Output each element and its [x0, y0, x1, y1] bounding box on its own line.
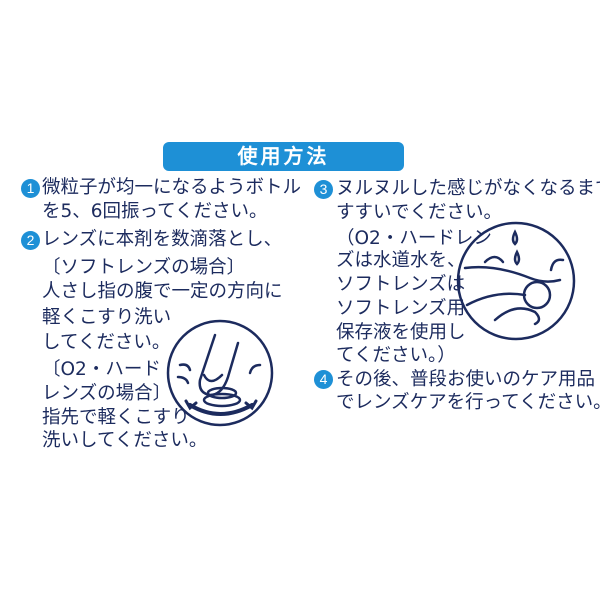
step-2-badge: 2: [21, 231, 40, 250]
step-2-text: 〔O2・ハード: [42, 359, 161, 380]
step-2-text: レンズの場合〕: [42, 383, 172, 404]
step-3-text: てください。）: [336, 345, 456, 366]
step-4-text: その後、普段お使いのケア用品: [336, 369, 596, 390]
step-1-badge: 1: [21, 179, 40, 198]
step-3-text: （O2・ハードレン: [336, 228, 492, 249]
step-3-badge: 3: [314, 180, 333, 199]
step-2-text: 軽くこすり洗い: [42, 307, 172, 328]
step-2-text: してください。: [42, 332, 171, 353]
rinse-lens-illustration-icon: [456, 221, 576, 341]
step-2-text: 〔ソフトレンズの場合〕: [42, 257, 246, 278]
step-3-text: ソフトレンズ用: [336, 298, 466, 319]
step-1-text: 微粒子が均一になるようボトル: [42, 177, 302, 198]
step-3-text: ヌルヌルした感じがなくなるまで: [336, 178, 600, 199]
step-2-text: 人さし指の腹で一定の方向に: [42, 281, 283, 302]
section-title: 使用方法: [163, 142, 404, 171]
step-4-text: でレンズケアを行ってください。: [336, 392, 600, 413]
step-3-text: すすいでください。: [336, 202, 502, 223]
step-3-text: 保存液を使用し: [336, 322, 466, 343]
rub-lens-illustration-icon: [166, 319, 274, 427]
step-3-text: ソフトレンズは: [336, 274, 466, 295]
step-3-text: ズは水道水を、: [336, 250, 466, 271]
step-2-text: レンズに本剤を数滴落とし、: [42, 229, 283, 250]
step-2-text: 指先で軽くこすり: [42, 407, 190, 428]
step-2-text: 洗いしてください。: [42, 430, 208, 451]
step-4-badge: 4: [314, 370, 333, 389]
step-1-text: を5、6回振ってください。: [42, 201, 268, 222]
